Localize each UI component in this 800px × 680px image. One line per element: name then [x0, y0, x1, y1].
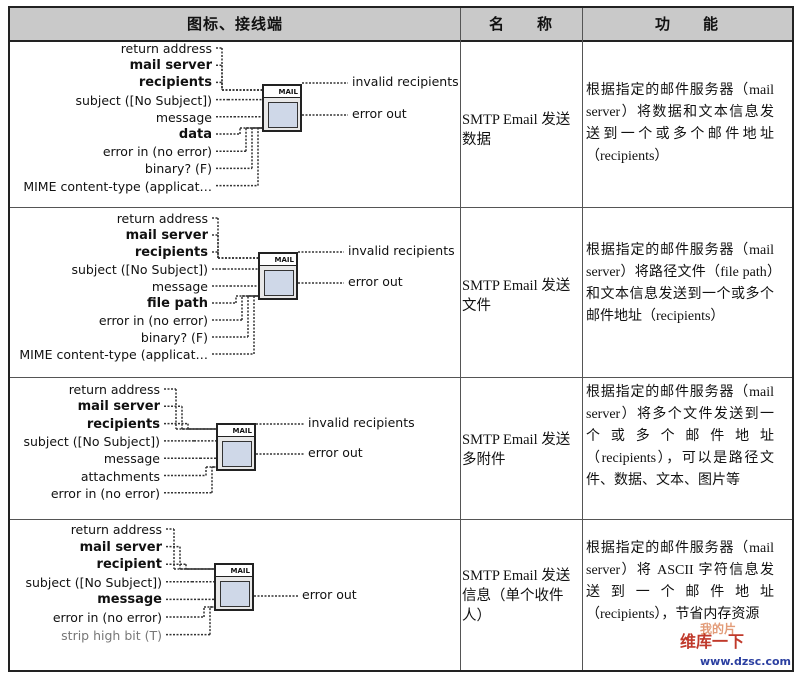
smtp-email-icon: MAIL — [258, 252, 298, 300]
terminal-label: binary? (F) — [140, 330, 208, 345]
envelope-icon — [222, 441, 252, 467]
row-divider — [10, 207, 792, 208]
column-divider — [460, 8, 461, 670]
terminal-label: error in (no error) — [52, 610, 162, 625]
header-name: 名 称 — [488, 15, 553, 33]
watermark-url: www.dzsc.com — [700, 655, 792, 668]
terminal-label: mail server — [79, 539, 162, 555]
terminal-label: error in (no error) — [98, 313, 208, 328]
function-description: 根据指定的邮件服务器（mail server）将 ASCII 字符信息发送到一个… — [586, 541, 774, 622]
terminal-label: message — [155, 109, 212, 125]
mail-icon-label: MAIL — [264, 86, 300, 98]
terminal-label: return address — [70, 522, 162, 537]
terminal-label: error in (no error) — [50, 485, 160, 501]
smtp-email-icon: MAIL — [262, 84, 302, 132]
header-function: 功 能 — [654, 15, 719, 33]
function-description: 根据指定的邮件服务器（mail server）将多个文件发送到一个或多个邮件地址… — [586, 385, 774, 488]
smtp-email-icon: MAIL — [216, 423, 256, 471]
function-table: 图标、接线端 名 称 功 能 — [8, 6, 794, 672]
header-icon-terminals: 图标、接线端 — [186, 15, 283, 33]
terminal-label: binary? (F) — [144, 161, 212, 177]
terminal-label: return address — [68, 382, 160, 397]
output-terminal-label: error out — [308, 445, 363, 460]
output-terminal-label: invalid recipients — [352, 74, 459, 89]
terminal-label: message — [103, 451, 160, 467]
terminal-label: MIME content-type (applicat… — [19, 347, 208, 362]
watermark-text: 维库一下 — [680, 632, 745, 651]
terminal-label: recipients — [138, 75, 212, 91]
terminal-label: message — [97, 592, 162, 608]
terminal-label: recipients — [134, 245, 208, 260]
terminal-label: subject ([No Subject]) — [75, 92, 213, 108]
output-terminal-label: invalid recipients — [348, 243, 455, 258]
terminal-label: strip high bit (T) — [61, 627, 162, 643]
terminal-label: mail server — [129, 58, 212, 74]
terminal-label: recipients — [86, 416, 160, 432]
terminal-label: subject ([No Subject]) — [71, 262, 209, 277]
smtp-email-icon: MAIL — [214, 563, 254, 611]
row-divider — [10, 519, 792, 520]
terminal-label: file path — [147, 296, 208, 311]
terminal-label: message — [151, 279, 208, 294]
output-terminal-label: error out — [352, 106, 407, 121]
terminal-label: subject ([No Subject]) — [23, 433, 161, 449]
terminal-label: MIME content-type (applicat… — [23, 178, 212, 194]
mail-icon-label: MAIL — [216, 565, 252, 577]
function-name: SMTP Email 发送信息（单个收件人） — [462, 568, 571, 624]
terminal-label: error in (no error) — [102, 144, 212, 160]
column-divider — [582, 8, 583, 670]
envelope-icon — [220, 581, 250, 607]
terminal-label: return address — [116, 211, 208, 226]
terminal-label: data — [178, 127, 212, 142]
function-description: 根据指定的邮件服务器（mail server）将数据和文本信息发送到一个或多个邮… — [586, 83, 774, 164]
envelope-icon — [264, 270, 294, 296]
terminal-label: subject ([No Subject]) — [25, 574, 163, 590]
terminal-label: mail server — [125, 228, 208, 243]
function-name: SMTP Email 发送多附件 — [462, 432, 571, 468]
output-terminal-label: error out — [348, 274, 403, 289]
function-description: 根据指定的邮件服务器（mail server）将路径文件（file path）和… — [586, 243, 774, 324]
function-name: SMTP Email 发送文件 — [462, 278, 571, 314]
envelope-icon — [268, 102, 298, 128]
terminal-label: recipient — [96, 557, 162, 573]
output-terminal-label: invalid recipients — [308, 415, 415, 430]
function-name: SMTP Email 发送数据 — [462, 112, 571, 148]
terminal-label: return address — [120, 41, 212, 56]
terminal-label: mail server — [77, 399, 160, 415]
table-header: 图标、接线端 名 称 功 能 — [10, 8, 792, 42]
terminal-label: attachments — [80, 468, 160, 484]
row-divider — [10, 377, 792, 378]
mail-icon-label: MAIL — [218, 425, 254, 437]
mail-icon-label: MAIL — [260, 254, 296, 266]
output-terminal-label: error out — [302, 587, 357, 602]
watermark-stamp: 我的片 — [700, 622, 737, 636]
